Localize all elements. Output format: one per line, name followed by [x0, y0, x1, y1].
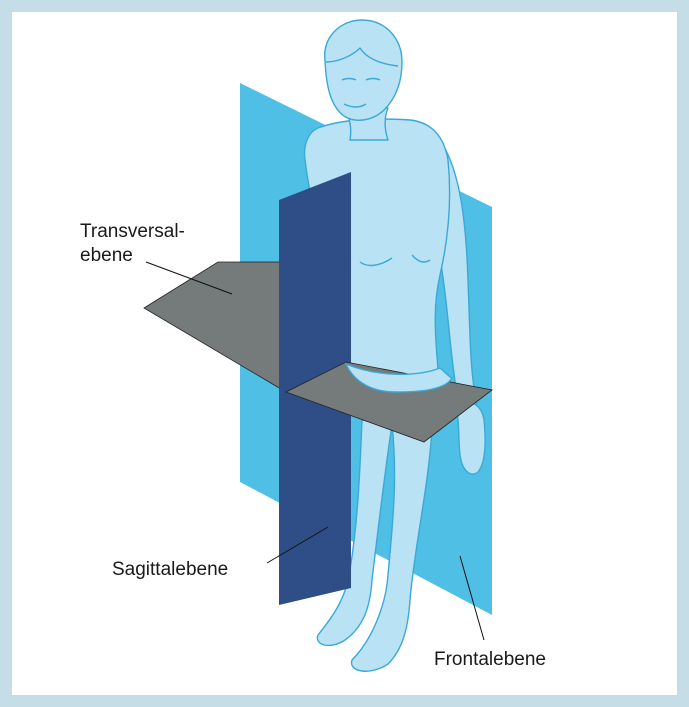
frontal-label: Frontalebene: [434, 648, 546, 672]
sagittal-label: Sagittalebene: [112, 558, 228, 582]
transversal-label-line2: ebene: [80, 244, 185, 268]
transversal-label: Transversal- ebene: [80, 220, 185, 268]
transversal-label-line1: Transversal-: [80, 220, 185, 244]
